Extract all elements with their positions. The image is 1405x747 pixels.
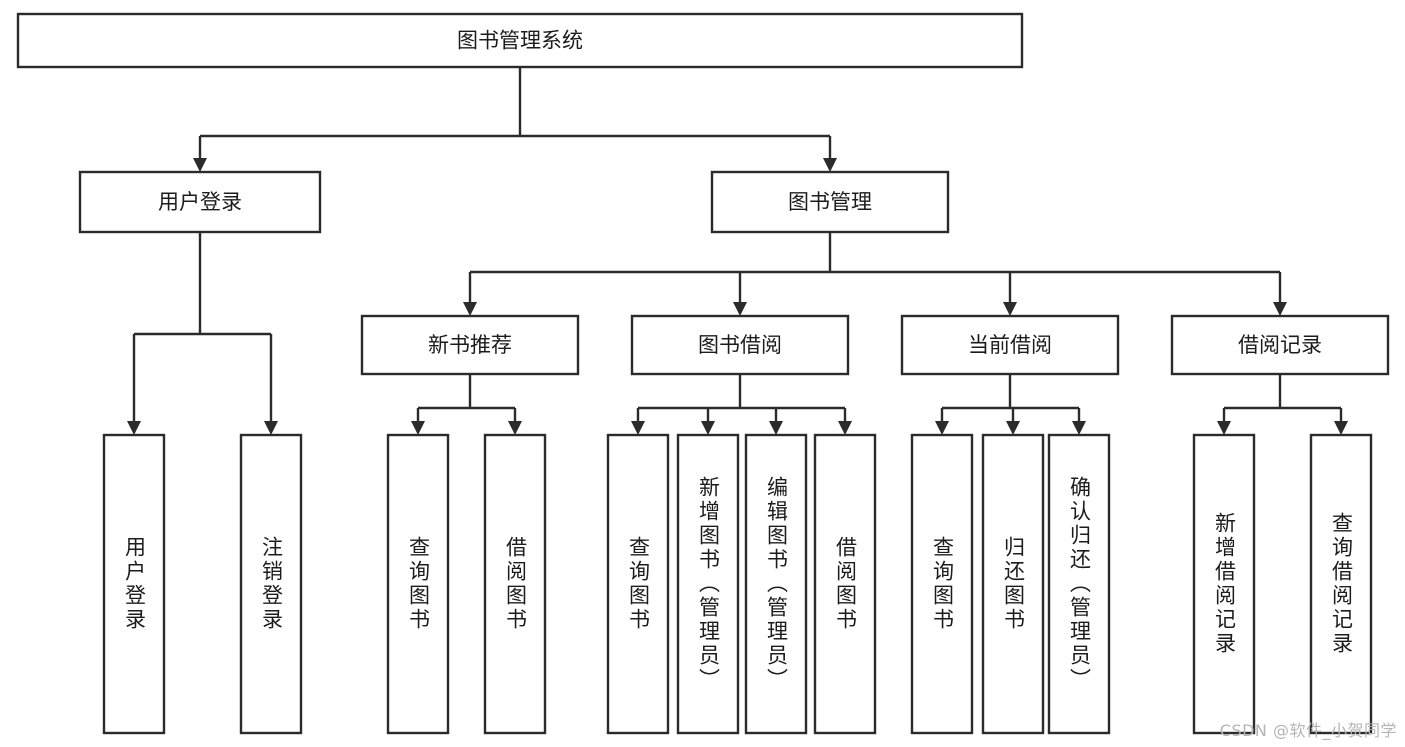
node-label-wrap-leaf-edit-book-admin: 编辑图书（管理员）: [764, 476, 789, 692]
node-book-manage[interactable]: 图书管理: [710, 170, 950, 234]
node-box-leaf-add-book-admin[interactable]: [676, 433, 740, 735]
node-label-wrap-leaf-query-book-current: 查询图书: [930, 536, 955, 632]
node-box-leaf-query-book-current[interactable]: [910, 433, 974, 735]
node-box-root[interactable]: [16, 12, 1024, 69]
node-root[interactable]: 图书管理系统: [16, 12, 1024, 69]
node-box-book-manage[interactable]: [710, 170, 950, 234]
to-book-manage-arrowhead: [823, 158, 837, 172]
to-leaf-query-book-rec-arrowhead: [411, 421, 425, 435]
node-label-book-manage: 图书管理: [788, 190, 872, 214]
node-box-current-borrow[interactable]: [900, 314, 1120, 376]
node-box-leaf-user-login[interactable]: [102, 433, 166, 735]
to-borrow-record-arrowhead: [1273, 302, 1287, 316]
to-leaf-logout-arrowhead: [264, 421, 278, 435]
node-label-root: 图书管理系统: [457, 29, 583, 53]
node-box-book-borrow[interactable]: [630, 314, 850, 376]
node-leaf-add-borrow-record[interactable]: 新增借阅记录: [1192, 433, 1256, 735]
node-label-wrap-leaf-query-borrow-record: 查询借阅记录: [1329, 512, 1354, 656]
node-leaf-query-borrow-record[interactable]: 查询借阅记录: [1309, 433, 1373, 735]
to-leaf-edit-book-admin-arrowhead: [769, 421, 783, 435]
node-box-borrow-record[interactable]: [1170, 314, 1390, 376]
node-label-leaf-add-book-admin: 新增图书（管理员）: [696, 476, 721, 692]
node-label-wrap-leaf-add-book-admin: 新增图书（管理员）: [696, 476, 721, 692]
node-label-leaf-confirm-return-admin: 确认归还（管理员）: [1067, 476, 1092, 692]
node-label-wrap-leaf-confirm-return-admin: 确认归还（管理员）: [1067, 476, 1092, 692]
node-label-wrap-leaf-borrow-book-rec: 借阅图书: [503, 536, 528, 632]
node-box-leaf-query-book-borrow[interactable]: [606, 433, 670, 735]
to-leaf-user-login-arrowhead: [127, 421, 141, 435]
connectors-layer: [127, 67, 1348, 435]
node-leaf-logout[interactable]: 注销登录: [239, 433, 303, 735]
node-label-wrap-leaf-user-login: 用户登录: [122, 536, 147, 632]
node-box-leaf-borrow-book-rec[interactable]: [483, 433, 547, 735]
node-leaf-borrow-book-rec[interactable]: 借阅图书: [483, 433, 547, 735]
node-label-leaf-return-book: 归还图书: [1001, 536, 1026, 632]
node-leaf-query-book-borrow[interactable]: 查询图书: [606, 433, 670, 735]
node-leaf-edit-book-admin[interactable]: 编辑图书（管理员）: [744, 433, 808, 735]
to-current-borrow-arrowhead: [1003, 302, 1017, 316]
node-label-leaf-borrow-book: 借阅图书: [833, 536, 858, 632]
node-leaf-add-book-admin[interactable]: 新增图书（管理员）: [676, 433, 740, 735]
node-label-leaf-query-borrow-record: 查询借阅记录: [1329, 512, 1354, 656]
to-leaf-query-book-borrow-arrowhead: [631, 421, 645, 435]
to-leaf-borrow-book-arrowhead: [838, 421, 852, 435]
node-box-leaf-query-borrow-record[interactable]: [1309, 433, 1373, 735]
node-label-wrap-leaf-add-borrow-record: 新增借阅记录: [1212, 512, 1237, 656]
node-label-leaf-logout: 注销登录: [259, 536, 284, 632]
node-label-leaf-query-book-borrow: 查询图书: [626, 536, 651, 632]
node-leaf-query-book-rec[interactable]: 查询图书: [386, 433, 450, 735]
node-box-user-login[interactable]: [78, 170, 322, 234]
to-leaf-add-borrow-record-arrowhead: [1217, 421, 1231, 435]
node-label-leaf-edit-book-admin: 编辑图书（管理员）: [764, 476, 789, 692]
node-new-book-recommend[interactable]: 新书推荐: [360, 314, 580, 376]
node-box-leaf-logout[interactable]: [239, 433, 303, 735]
node-book-borrow[interactable]: 图书借阅: [630, 314, 850, 376]
node-label-borrow-record: 借阅记录: [1238, 333, 1322, 357]
node-label-wrap-leaf-borrow-book: 借阅图书: [833, 536, 858, 632]
node-label-leaf-query-book-rec: 查询图书: [406, 536, 431, 632]
node-leaf-query-book-current[interactable]: 查询图书: [910, 433, 974, 735]
to-leaf-query-borrow-record-arrowhead: [1334, 421, 1348, 435]
to-leaf-return-book-arrowhead: [1006, 421, 1020, 435]
to-leaf-add-book-admin-arrowhead: [701, 421, 715, 435]
to-leaf-borrow-book-rec-arrowhead: [508, 421, 522, 435]
node-box-leaf-return-book[interactable]: [981, 433, 1045, 735]
node-label-leaf-user-login: 用户登录: [122, 536, 147, 632]
node-borrow-record[interactable]: 借阅记录: [1170, 314, 1390, 376]
node-label-leaf-borrow-book-rec: 借阅图书: [503, 536, 528, 632]
node-box-leaf-borrow-book[interactable]: [813, 433, 877, 735]
node-current-borrow[interactable]: 当前借阅: [900, 314, 1120, 376]
node-label-leaf-query-book-current: 查询图书: [930, 536, 955, 632]
node-label-wrap-leaf-logout: 注销登录: [259, 536, 284, 632]
to-leaf-query-book-current-arrowhead: [935, 421, 949, 435]
to-new-book-recommend-arrowhead: [463, 302, 477, 316]
node-leaf-return-book[interactable]: 归还图书: [981, 433, 1045, 735]
to-book-borrow-arrowhead: [733, 302, 747, 316]
node-leaf-confirm-return-admin[interactable]: 确认归还（管理员）: [1047, 433, 1111, 735]
to-leaf-confirm-return-admin-arrowhead: [1072, 421, 1086, 435]
node-label-leaf-add-borrow-record: 新增借阅记录: [1212, 512, 1237, 656]
node-leaf-user-login[interactable]: 用户登录: [102, 433, 166, 735]
node-leaf-borrow-book[interactable]: 借阅图书: [813, 433, 877, 735]
to-user-login-arrowhead: [193, 158, 207, 172]
node-label-current-borrow: 当前借阅: [968, 333, 1052, 357]
node-user-login[interactable]: 用户登录: [78, 170, 322, 234]
node-label-new-book-recommend: 新书推荐: [428, 333, 512, 357]
node-label-wrap-leaf-query-book-borrow: 查询图书: [626, 536, 651, 632]
node-box-leaf-query-book-rec[interactable]: [386, 433, 450, 735]
node-label-wrap-leaf-query-book-rec: 查询图书: [406, 536, 431, 632]
node-box-new-book-recommend[interactable]: [360, 314, 580, 376]
node-box-leaf-edit-book-admin[interactable]: [744, 433, 808, 735]
node-box-leaf-confirm-return-admin[interactable]: [1047, 433, 1111, 735]
node-box-leaf-add-borrow-record[interactable]: [1192, 433, 1256, 735]
nodes-layer: 图书管理系统用户登录图书管理新书推荐图书借阅当前借阅借阅记录用户登录注销登录查询…: [16, 12, 1390, 735]
node-label-user-login: 用户登录: [158, 190, 242, 214]
node-label-book-borrow: 图书借阅: [698, 333, 782, 357]
node-label-wrap-leaf-return-book: 归还图书: [1001, 536, 1026, 632]
